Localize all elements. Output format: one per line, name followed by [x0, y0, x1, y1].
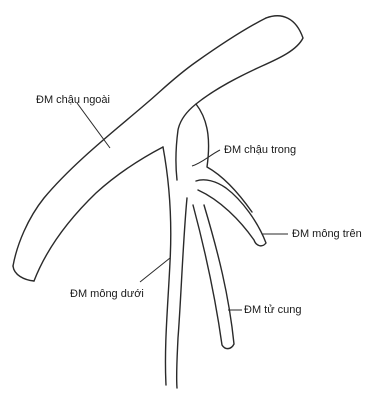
internal-iliac-leader-line: [192, 150, 220, 166]
label-external-iliac: ĐM chậu ngoài: [36, 94, 110, 107]
internal-iliac-outline: [196, 104, 252, 212]
external-iliac-lower-outline: [34, 147, 163, 281]
uterine-artery-outline: [193, 205, 234, 349]
inferior-gluteal-inner-outline: [177, 198, 187, 388]
external-iliac-leader-line: [77, 103, 110, 148]
vessel-end-cap: [13, 266, 34, 281]
common-iliac-artery-outline: [13, 18, 266, 266]
label-inferior-gluteal: ĐM mông dưới: [70, 288, 144, 301]
inferior-gluteal-outline: [163, 147, 171, 385]
inferior-gluteal-leader-line: [140, 258, 170, 282]
label-internal-iliac: ĐM chậu trong: [224, 144, 296, 157]
label-superior-gluteal: ĐM mông trên: [292, 228, 362, 241]
label-uterine: ĐM tử cung: [244, 304, 302, 317]
